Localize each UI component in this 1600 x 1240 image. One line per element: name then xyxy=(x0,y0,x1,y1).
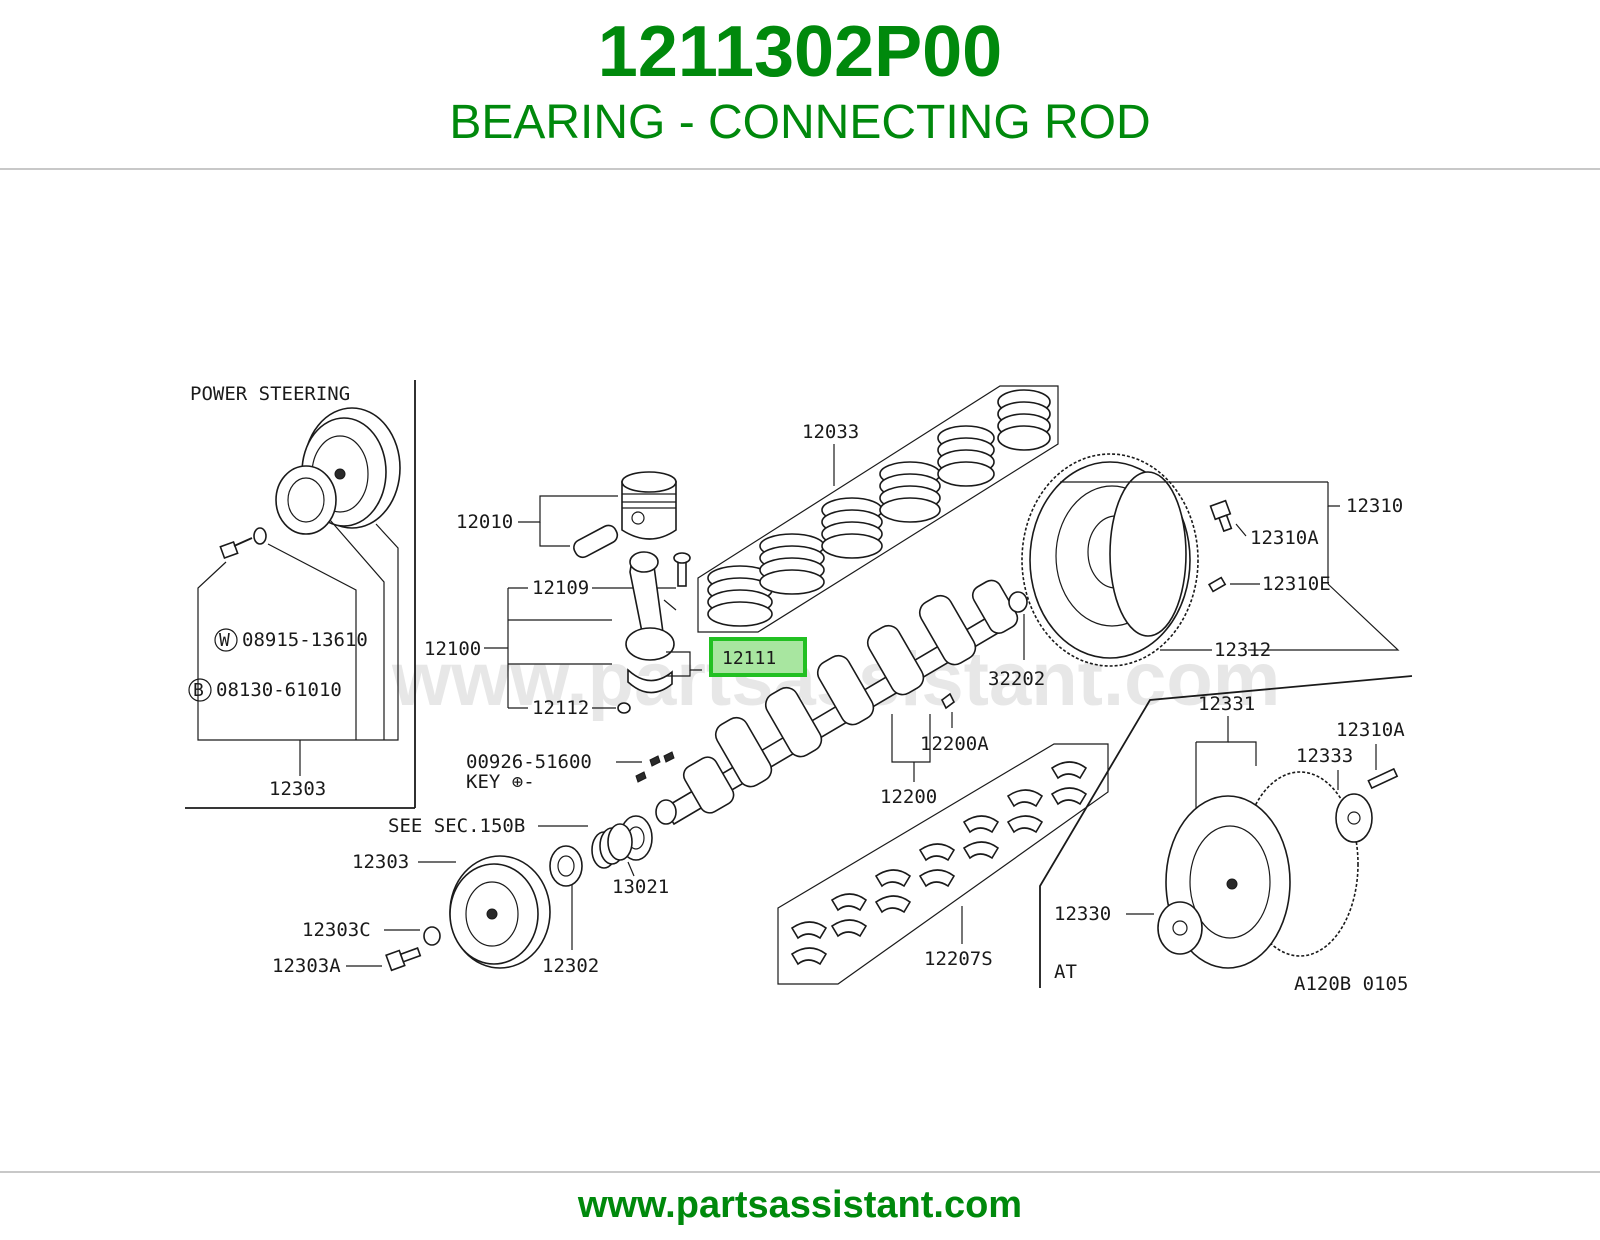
flywheel: 12310 12310A 12310E 12312 xyxy=(1021,453,1403,667)
callout-12310A: 12310A xyxy=(1250,527,1319,549)
callout-12310A-at: 12310A xyxy=(1336,719,1405,741)
callout-12303C: 12303C xyxy=(302,919,371,941)
callout-12033: 12033 xyxy=(802,421,859,443)
w-mark: W xyxy=(219,630,230,651)
callout-12303A: 12303A xyxy=(272,955,341,977)
power-steering-bolt xyxy=(219,527,267,560)
power-steering-label: POWER STEERING xyxy=(190,383,350,405)
crankshaft: 32202 12200A 12200 xyxy=(655,579,1045,826)
callout-12333: 12333 xyxy=(1296,745,1353,767)
callout-12310E: 12310E xyxy=(1262,573,1331,595)
bearing-shells xyxy=(790,761,1088,966)
callout-12112: 12112 xyxy=(532,697,589,719)
part-name-subtitle: BEARING - CONNECTING ROD xyxy=(449,96,1151,149)
callout-12303-power-steering: 12303 xyxy=(269,778,326,800)
callout-32202: 32202 xyxy=(988,668,1045,690)
callout-12302: 12302 xyxy=(542,955,599,977)
callout-12312: 12312 xyxy=(1214,639,1271,661)
power-steering-pulley xyxy=(275,407,401,535)
callout-12010: 12010 xyxy=(456,511,513,533)
power-steering-inset: POWER STEERING W 08915-13610 B 08130-610… xyxy=(185,380,416,809)
ring-stacks xyxy=(707,389,1051,627)
callout-08915-13610: 08915-13610 xyxy=(242,629,368,651)
callout-12200A: 12200A xyxy=(920,733,989,755)
highlight-box[interactable] xyxy=(709,637,807,677)
callout-12310: 12310 xyxy=(1346,495,1403,517)
part-number-title: 1211302P00 xyxy=(597,12,1003,92)
callout-12100: 12100 xyxy=(424,638,481,660)
callout-12330: 12330 xyxy=(1054,903,1111,925)
piston-and-pin: 12010 xyxy=(456,471,677,559)
sprocket-rollers xyxy=(591,823,633,869)
callout-08130-61010: 08130-61010 xyxy=(216,679,342,701)
at-drive-plate-section: AT 12331 12333 12310A 12330 A120B 0105 xyxy=(1039,675,1413,995)
crank-pulley: 12303 12302 12303C 12303A xyxy=(272,845,599,977)
callout-00926-51600: 00926-51600 xyxy=(466,751,592,773)
see-sec-label: SEE SEC.150B xyxy=(388,815,525,837)
callout-12111[interactable]: 12111 xyxy=(722,648,776,669)
main-bearings-set: 12207S xyxy=(777,743,1109,985)
header-divider xyxy=(0,168,1600,170)
diagram-code: A120B 0105 xyxy=(1294,973,1408,995)
callout-12207S: 12207S xyxy=(924,948,993,970)
header: 1211302P00 BEARING - CONNECTING ROD xyxy=(0,0,1600,168)
at-label: AT xyxy=(1054,961,1077,983)
highlighted-part-12111[interactable]: 12111 xyxy=(666,637,807,677)
callout-13021: 13021 xyxy=(612,876,669,898)
b-mark: B xyxy=(193,680,204,701)
callout-12303: 12303 xyxy=(352,851,409,873)
crank-sprocket: SEE SEC.150B 13021 xyxy=(388,815,669,898)
piston-rings-set: 12033 xyxy=(697,385,1059,633)
key-label: KEY ⊕- xyxy=(466,771,535,793)
connecting-rod-group: 12100 12109 12112 xyxy=(424,551,691,719)
callout-12200: 12200 xyxy=(880,786,937,808)
callout-12331: 12331 xyxy=(1198,693,1255,715)
crank-key: 00926-51600 KEY ⊕- xyxy=(466,751,675,793)
callout-12109: 12109 xyxy=(532,577,589,599)
footer-divider xyxy=(0,1171,1600,1173)
footer-website-link[interactable]: www.partsassistant.com xyxy=(577,1184,1023,1226)
